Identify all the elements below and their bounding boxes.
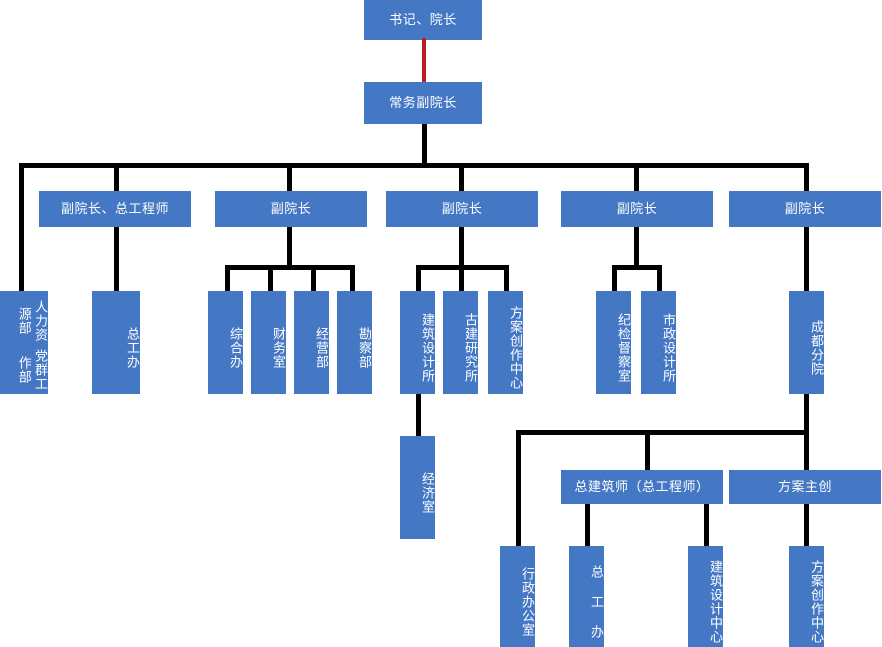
node-admin-office-label: 行政办公室 xyxy=(520,566,535,637)
node-finance-office-label: 财务室 xyxy=(271,326,286,369)
connector-arch-design-to-econ-office xyxy=(416,394,421,436)
connector-vp-chief-engineer-to-总工办 xyxy=(114,226,119,291)
node-exec-deputy-label: 常务副院长 xyxy=(389,94,457,110)
connector-vp-a-child-4 xyxy=(350,265,355,291)
node-root[interactable]: 书记、院长 xyxy=(364,0,482,40)
connector-chengdu-to-chief-architect xyxy=(645,430,650,470)
node-economics-office-label: 经济室 xyxy=(420,471,435,514)
node-vp-b-label: 副院长 xyxy=(441,200,483,216)
node-chengdu-branch[interactable]: 成都分院 xyxy=(789,291,824,394)
node-ancient-architecture-institute-label: 古建研究所 xyxy=(463,312,478,383)
node-vp-a[interactable]: 副院长 xyxy=(215,191,367,227)
connector-vp-c-drop xyxy=(634,226,639,268)
node-admin-office[interactable]: 行政办公室 xyxy=(500,546,535,647)
node-chengdu-chief-engineer-office[interactable]: 总 工 办 xyxy=(569,546,604,647)
node-discipline-inspection-office[interactable]: 纪检督察室 xyxy=(596,291,631,394)
connector-bus-drop-vp-d xyxy=(804,163,809,191)
connector-level2-bus xyxy=(19,163,809,168)
node-vp-b[interactable]: 副院长 xyxy=(386,191,538,227)
connector-chengdu-to-scheme-lead xyxy=(804,430,809,470)
connector-vp-c-child-2 xyxy=(657,265,662,291)
node-ancient-architecture-institute[interactable]: 古建研究所 xyxy=(443,291,478,394)
node-chief-architect-label: 总建筑师（总工程师） xyxy=(574,478,710,494)
connector-vp-a-child-3 xyxy=(311,265,316,291)
node-economics-office[interactable]: 经济室 xyxy=(400,436,435,539)
node-municipal-design-institute-label: 市政设计所 xyxy=(661,312,676,383)
connector-chengdu-to-admin-office xyxy=(516,430,521,546)
node-architectural-design-center-label: 建筑设计中心 xyxy=(708,559,723,644)
connector-vp-c-children-bus xyxy=(612,265,662,270)
connector-vp-a-children-bus xyxy=(225,265,355,270)
connector-bus-drop-vp-chief-engineer xyxy=(114,163,119,191)
node-hr-department-label: 人力资源部 xyxy=(16,300,48,343)
node-party-affairs-label: 党群工作部 xyxy=(16,348,48,391)
node-vp-d-label: 副院长 xyxy=(784,200,826,216)
node-finance-office[interactable]: 财务室 xyxy=(251,291,286,394)
node-vp-c[interactable]: 副院长 xyxy=(561,191,713,227)
node-scheme-lead-label: 方案主创 xyxy=(777,478,832,494)
connector-vp-b-child-1 xyxy=(416,265,421,291)
connector-bus-drop-vp-a xyxy=(287,163,292,191)
node-vp-chief-engineer[interactable]: 副院长、总工程师 xyxy=(39,191,191,227)
connector-vp-d-to-chengdu-branch xyxy=(804,226,809,291)
connector-vp-b-drop xyxy=(459,226,464,268)
node-survey-department-label: 勘察部 xyxy=(357,326,372,369)
connector-chengdu-bus xyxy=(516,430,809,435)
node-chengdu-chief-engineer-office-label: 总 工 办 xyxy=(589,564,604,639)
node-municipal-design-institute[interactable]: 市政设计所 xyxy=(641,291,676,394)
connector-vp-a-child-1 xyxy=(225,265,230,291)
connector-vp-b-child-3 xyxy=(504,265,509,291)
node-chengdu-scheme-creation-center[interactable]: 方案创作中心 xyxy=(789,546,824,647)
node-scheme-lead[interactable]: 方案主创 xyxy=(729,470,881,504)
node-chengdu-scheme-creation-center-label: 方案创作中心 xyxy=(809,559,824,644)
connector-vp-a-child-2 xyxy=(268,265,273,291)
node-vp-d[interactable]: 副院长 xyxy=(729,191,881,227)
connector-bus-drop-left-branch xyxy=(19,163,24,291)
connector-root-to-exec-deputy xyxy=(422,38,426,82)
connector-chengdu-drop xyxy=(804,394,809,434)
connector-chief-architect-to-arch-design-center xyxy=(704,504,709,546)
node-vp-c-label: 副院长 xyxy=(616,200,658,216)
node-scheme-creation-center-main-label: 方案创作中心 xyxy=(508,305,523,390)
node-operations-department-label: 经营部 xyxy=(314,326,329,369)
node-architectural-design-institute[interactable]: 建筑设计所 xyxy=(400,291,435,394)
node-architectural-design-institute-label: 建筑设计所 xyxy=(420,312,435,383)
connector-vp-a-drop xyxy=(287,226,292,268)
node-general-affairs-office[interactable]: 综合办 xyxy=(208,291,243,394)
connector-chief-architect-to-chief-eng-office xyxy=(585,504,590,546)
node-architectural-design-center[interactable]: 建筑设计中心 xyxy=(688,546,723,647)
node-operations-department[interactable]: 经营部 xyxy=(294,291,329,394)
node-chief-architect[interactable]: 总建筑师（总工程师） xyxy=(561,470,723,504)
connector-vp-b-child-2 xyxy=(459,265,464,291)
node-chief-engineer-office-label: 总工办 xyxy=(125,326,140,369)
connector-bus-drop-vp-b xyxy=(459,163,464,191)
node-vp-a-label: 副院长 xyxy=(270,200,312,216)
node-exec-deputy[interactable]: 常务副院长 xyxy=(364,82,482,124)
node-vp-chief-engineer-label: 副院长、总工程师 xyxy=(60,200,169,216)
connector-scheme-lead-to-scheme-center xyxy=(804,504,809,546)
connector-bus-drop-vp-c xyxy=(634,163,639,191)
connector-vp-c-child-1 xyxy=(612,265,617,291)
node-survey-department[interactable]: 勘察部 xyxy=(337,291,372,394)
node-hr-and-party-affairs[interactable]: 人力资源部 党群工作部 xyxy=(0,291,48,394)
node-scheme-creation-center-main[interactable]: 方案创作中心 xyxy=(488,291,523,394)
connector-exec-deputy-drop xyxy=(422,123,427,165)
node-chief-engineer-office[interactable]: 总工办 xyxy=(92,291,140,394)
node-general-affairs-office-label: 综合办 xyxy=(228,326,243,369)
node-discipline-inspection-office-label: 纪检督察室 xyxy=(616,312,631,383)
node-chengdu-branch-label: 成都分院 xyxy=(809,319,824,376)
node-root-label: 书记、院长 xyxy=(389,11,457,27)
